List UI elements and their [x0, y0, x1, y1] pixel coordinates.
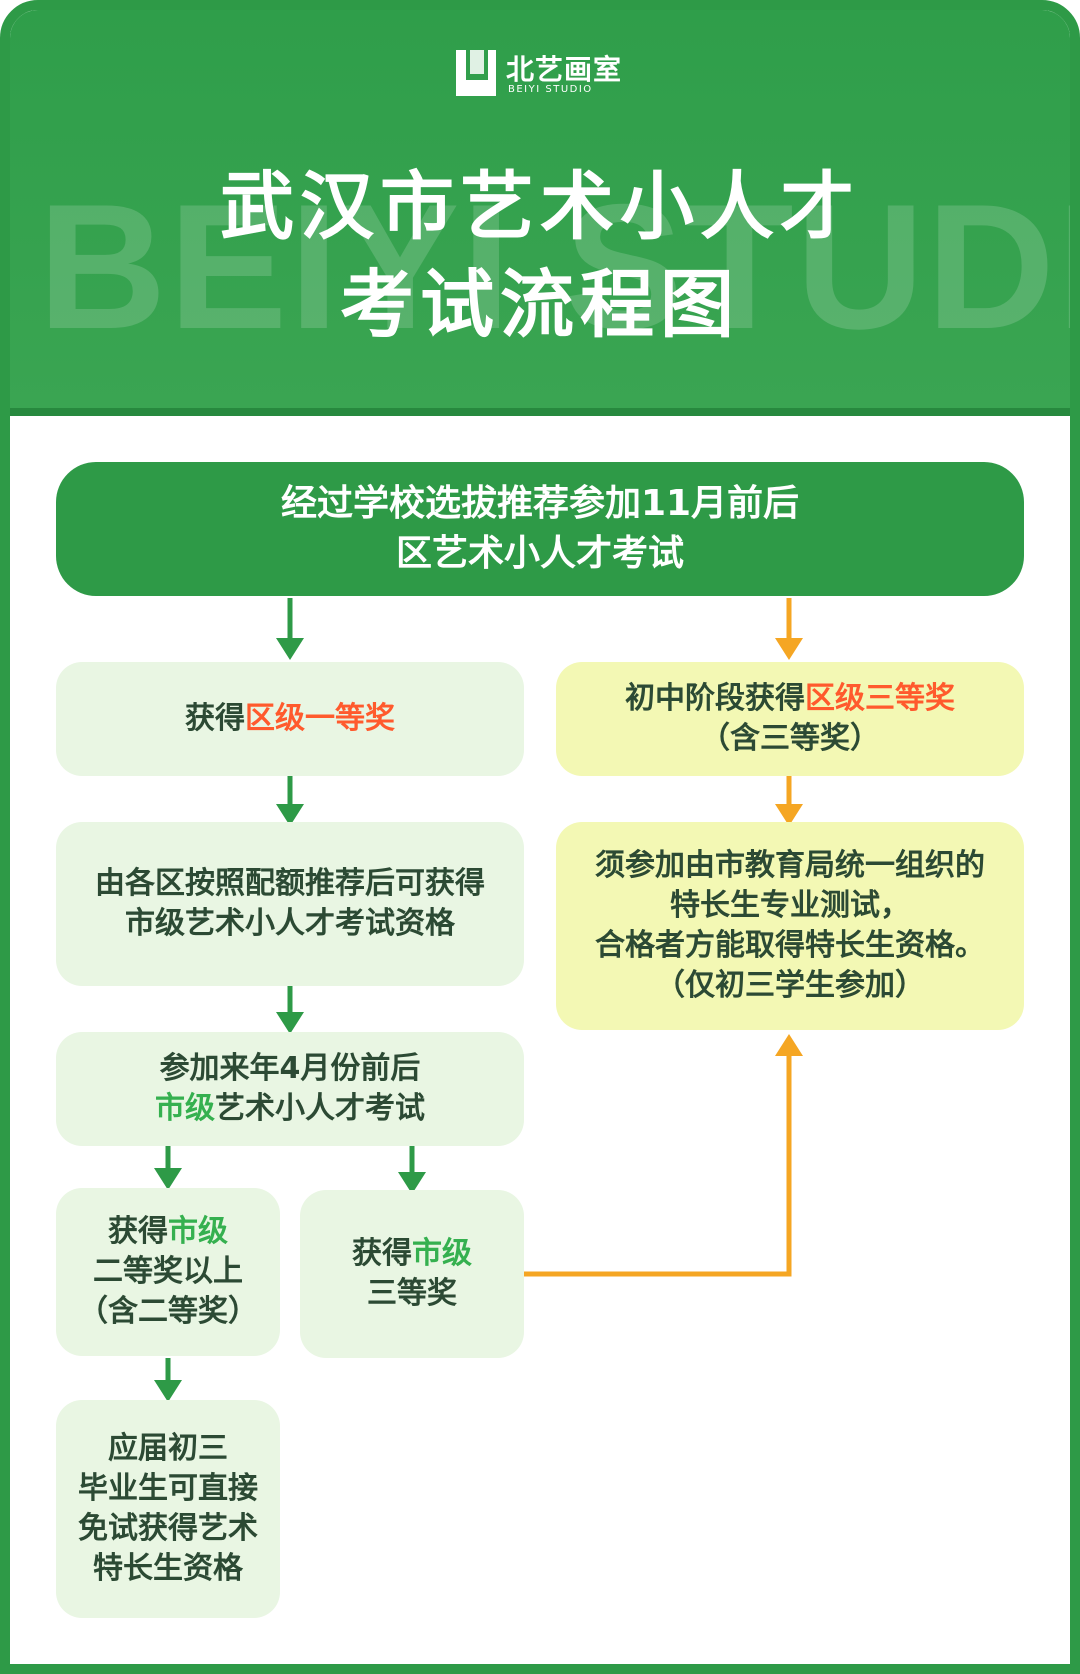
city-third-box: 获得市级 三等奖 — [300, 1190, 524, 1358]
city-second-highlight: 市级 — [168, 1214, 228, 1249]
city-exam-line2-rest: 艺术小人才考试 — [215, 1091, 425, 1126]
quota-line2: 市级艺术小人才考试资格 — [125, 906, 455, 941]
arrow-third-to-special-test — [524, 1034, 803, 1277]
city-second-box: 获得市级 二等奖以上 （含二等奖） — [56, 1188, 280, 1356]
district-third-highlight: 区级三等奖 — [805, 681, 955, 716]
district-first-highlight: 区级一等奖 — [245, 701, 395, 736]
watermark-text: BEIYI STUDIO — [38, 167, 1070, 366]
arrow-city-exam-to-third — [398, 1146, 426, 1194]
exempt-line2: 毕业生可直接 — [78, 1471, 258, 1506]
header-banner: BEIYI STUDIO 北艺画室 BEIYI STUDIO 武汉市艺术小人才 … — [10, 10, 1070, 410]
header-divider — [10, 408, 1070, 416]
logo-name-en: BEIYI STUDIO — [508, 84, 593, 95]
quota-box: 由各区按照配额推荐后可获得 市级艺术小人才考试资格 — [56, 822, 524, 986]
city-exam-highlight: 市级 — [155, 1091, 215, 1126]
city-exam-line1: 参加来年4月份前后 — [159, 1051, 421, 1086]
district-third-prefix: 初中阶段获得 — [625, 681, 805, 716]
arrow-second-to-exempt — [154, 1358, 182, 1402]
city-third-highlight: 市级 — [412, 1236, 472, 1271]
special-test-line4: （仅初三学生参加） — [655, 968, 925, 1003]
arrow-city-exam-to-second — [154, 1146, 182, 1190]
start-line1: 经过学校选拔推荐参加11月前后 — [280, 483, 800, 524]
district-first-box: 获得区级一等奖 — [56, 662, 524, 776]
city-second-line3: （含二等奖） — [78, 1294, 258, 1329]
arrow-start-to-district-first — [276, 598, 304, 660]
city-third-prefix: 获得 — [352, 1236, 412, 1271]
arrow-district-first-to-quota — [276, 776, 304, 826]
special-test-line2: 特长生专业测试， — [670, 888, 910, 923]
district-third-line2: （含三等奖） — [700, 721, 880, 756]
arrow-start-to-district-third — [775, 598, 803, 660]
page-title-line1: 武汉市艺术小人才 — [220, 164, 860, 250]
arrow-district-third-to-special-test — [775, 776, 803, 826]
city-second-prefix: 获得 — [108, 1214, 168, 1249]
district-first-prefix: 获得 — [185, 701, 245, 736]
city-exam-box: 参加来年4月份前后 市级艺术小人才考试 — [56, 1032, 524, 1146]
arrow-quota-to-city-exam — [276, 986, 304, 1034]
city-second-line2: 二等奖以上 — [93, 1254, 243, 1289]
quota-line1: 由各区按照配额推荐后可获得 — [95, 866, 485, 901]
exempt-line1: 应届初三 — [108, 1431, 228, 1466]
logo-mark-icon — [456, 50, 496, 96]
exempt-line4: 特长生资格 — [93, 1551, 243, 1586]
special-test-line3: 合格者方能取得特长生资格。 — [595, 928, 985, 963]
start-line2: 区艺术小人才考试 — [395, 533, 684, 574]
city-third-line2: 三等奖 — [367, 1276, 457, 1311]
page-title-line2: 考试流程图 — [340, 262, 740, 348]
logo-name-cn: 北艺画室 — [506, 53, 623, 86]
start-box: 经过学校选拔推荐参加11月前后 区艺术小人才考试 — [56, 462, 1024, 596]
district-third-box: 初中阶段获得区级三等奖 （含三等奖） — [556, 662, 1024, 776]
special-test-box: 须参加由市教育局统一组织的 特长生专业测试， 合格者方能取得特长生资格。 （仅初… — [556, 822, 1024, 1030]
special-test-line1: 须参加由市教育局统一组织的 — [595, 848, 985, 883]
exempt-line3: 免试获得艺术 — [78, 1511, 258, 1546]
exempt-box: 应届初三 毕业生可直接 免试获得艺术 特长生资格 — [56, 1400, 280, 1618]
